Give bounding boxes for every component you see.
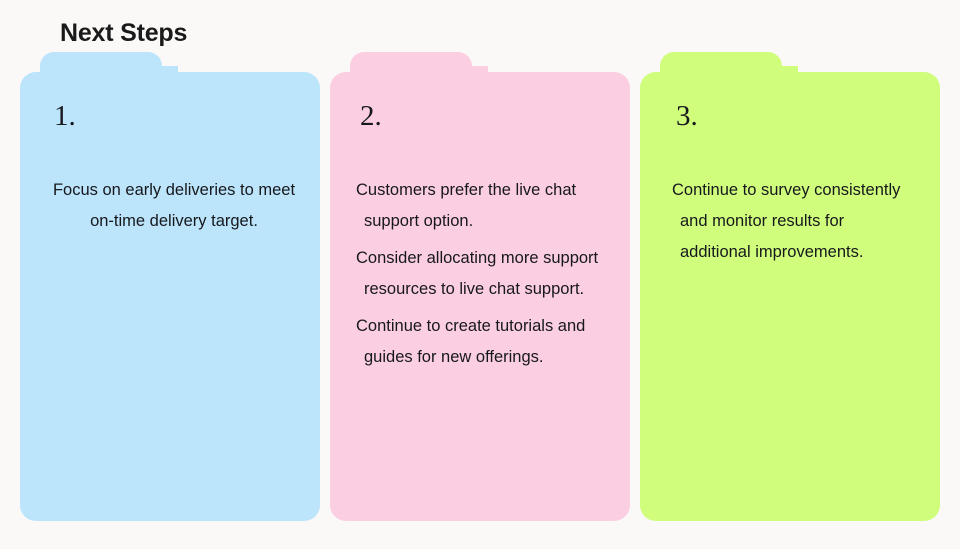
- card-bullet-list-1: Focus on early deliveries to meet on-tim…: [50, 175, 298, 237]
- next-step-card-2[interactable]: 2. Customers prefer the live chat suppor…: [330, 52, 630, 521]
- folder-body-3: 3. Continue to survey consistently and m…: [640, 72, 940, 521]
- list-item: Continue to create tutorials and guides …: [356, 317, 586, 366]
- list-item: Customers prefer the live chat support o…: [356, 181, 577, 230]
- card-bullet-list-3: Continue to survey consistently and moni…: [672, 175, 914, 268]
- next-step-card-3[interactable]: 3. Continue to survey consistently and m…: [640, 52, 940, 521]
- next-step-card-1[interactable]: 1. Focus on early deliveries to meet on-…: [20, 52, 320, 521]
- folder-body-2: 2. Customers prefer the live chat suppor…: [330, 72, 630, 521]
- list-item: Continue to survey consistently and moni…: [672, 181, 901, 261]
- card-number-2: 2.: [360, 100, 382, 132]
- page-title: Next Steps: [60, 19, 188, 47]
- list-item: Consider allocating more support resourc…: [356, 249, 599, 298]
- list-item: Focus on early deliveries to meet on-tim…: [52, 181, 296, 230]
- folder-body-1: 1. Focus on early deliveries to meet on-…: [20, 72, 320, 521]
- card-number-3: 3.: [676, 100, 698, 132]
- card-number-1: 1.: [54, 100, 76, 132]
- card-bullet-list-2: Customers prefer the live chat support o…: [356, 175, 604, 373]
